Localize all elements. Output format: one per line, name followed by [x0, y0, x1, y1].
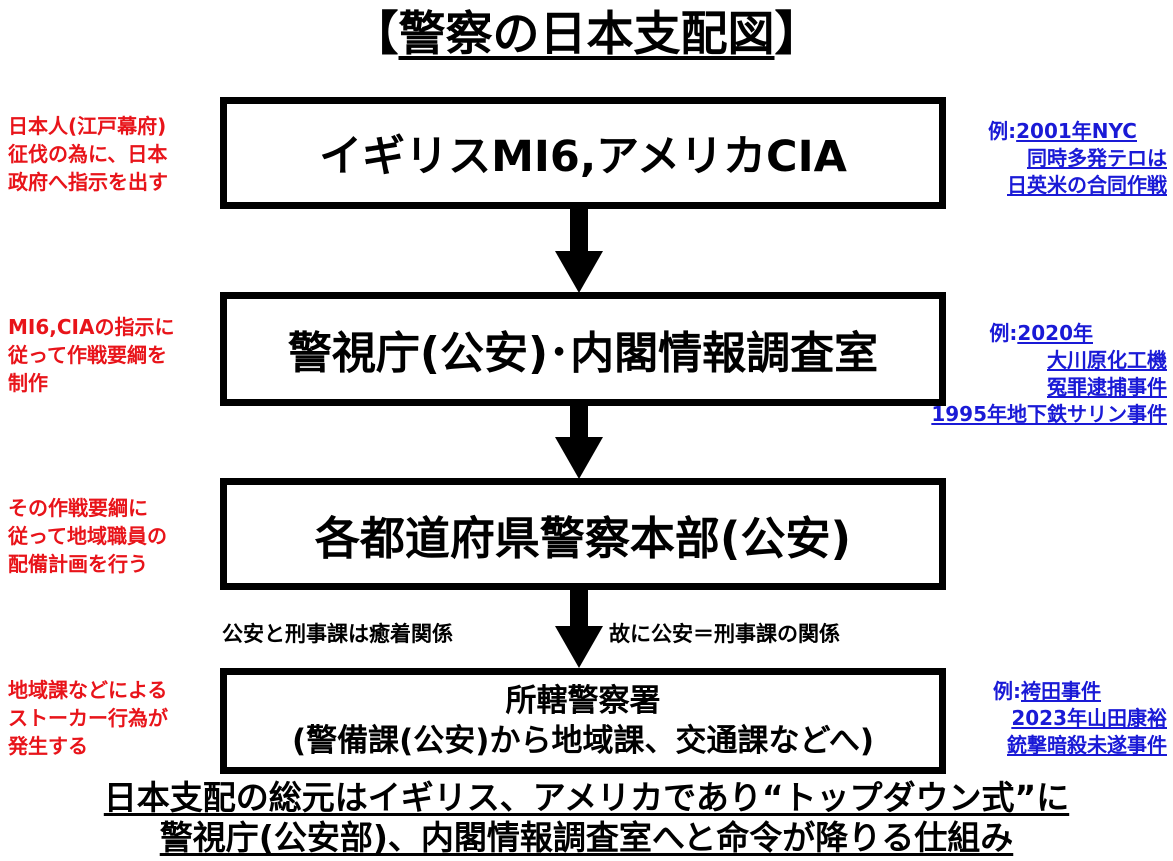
page-title: 【警察の日本支配図】 — [0, 6, 1173, 64]
arrow-down-3 — [555, 590, 603, 668]
box-keishicho-naicho-label: 警視庁(公安)･内閣情報調査室 — [287, 328, 879, 379]
box-mi6-cia-label: イギリスMI6,アメリカCIA — [319, 132, 847, 182]
right-note-link[interactable]: 2001年NYC — [1016, 119, 1137, 143]
left-note-line: 政府へ指示を出す — [8, 170, 168, 194]
title-close-bracket: 】 — [774, 7, 822, 62]
box-local-police-station-title: 所轄警察署 — [505, 683, 661, 719]
right-note-link[interactable]: 大川原化工機 — [1047, 348, 1167, 372]
left-note-line: 発生する — [8, 734, 88, 758]
box-local-police-station-subtitle: (警備課(公安)から地域課、交通課などへ) — [291, 723, 875, 759]
right-note-3: 例:袴田事件 2023年山田康裕 銃撃暗殺未遂事件 — [993, 678, 1167, 759]
title-open-bracket: 【 — [351, 7, 399, 62]
label-collusion: 公安と刑事課は癒着関係 — [222, 622, 453, 646]
summary-line-1: 日本支配の総元はイギリス、アメリカであり“トップダウン式”に — [103, 778, 1070, 817]
right-note-link[interactable]: 1995年地下鉄サリン事件 — [931, 402, 1167, 426]
right-note-link[interactable]: 同時多発テロは — [1027, 146, 1167, 170]
right-note-link[interactable]: 袴田事件 — [1021, 679, 1101, 703]
box-keishicho-naicho: 警視庁(公安)･内閣情報調査室 — [220, 292, 946, 406]
label-equivalence: 故に公安＝刑事課の関係 — [609, 622, 840, 646]
left-note-line: 従って地域職員の — [8, 524, 167, 548]
right-note-link[interactable]: 日英米の合同作戦 — [1007, 173, 1167, 197]
right-note-1: 例:2001年NYC 同時多発テロは 日英米の合同作戦 — [988, 118, 1167, 199]
left-note-line: MI6,CIAの指示に — [8, 315, 175, 339]
title-main: 警察の日本支配図 — [398, 7, 775, 62]
left-note-line: 制作 — [8, 371, 48, 395]
right-note-prefix: 例: — [993, 679, 1021, 703]
left-note-line: 地域課などによる — [8, 678, 168, 702]
summary-line-2: 警視庁(公安部)、内閣情報調査室へと命令が降りる仕組み — [159, 818, 1014, 857]
arrow-down-2 — [555, 406, 603, 479]
left-note-line: 配備計画を行う — [8, 552, 148, 576]
box-mi6-cia: イギリスMI6,アメリカCIA — [220, 97, 946, 209]
right-note-link[interactable]: 2023年山田康裕 — [1011, 706, 1167, 730]
right-note-link[interactable]: 2020年 — [1017, 321, 1093, 345]
left-note-line: 従って作戦要綱を — [8, 343, 167, 367]
right-note-2: 例:2020年 大川原化工機 冤罪逮捕事件 1995年地下鉄サリン事件 — [931, 320, 1167, 428]
box-prefectural-police-label: 各都道府県警察本部(公安) — [314, 511, 852, 565]
box-prefectural-police: 各都道府県警察本部(公安) — [220, 478, 946, 590]
left-note-line: 征伐の為に、日本 — [8, 142, 168, 166]
left-note-2: MI6,CIAの指示に 従って作戦要綱を 制作 — [8, 313, 174, 397]
left-note-line: その作戦要綱に — [8, 496, 148, 520]
right-note-prefix: 例: — [989, 321, 1018, 345]
arrow-down-1 — [555, 209, 603, 293]
right-note-prefix: 例: — [988, 119, 1017, 143]
left-note-4: 地域課などによる ストーカー行為が 発生する — [8, 676, 168, 760]
left-note-3: その作戦要綱に 従って地域職員の 配備計画を行う — [8, 494, 167, 578]
right-note-link[interactable]: 銃撃暗殺未遂事件 — [1007, 733, 1167, 757]
box-local-police-station: 所轄警察署 (警備課(公安)から地域課、交通課などへ) — [220, 668, 946, 774]
left-note-line: 日本人(江戸幕府) — [8, 114, 167, 138]
left-note-line: ストーカー行為が — [8, 706, 168, 730]
left-note-1: 日本人(江戸幕府) 征伐の為に、日本 政府へ指示を出す — [8, 112, 168, 196]
right-note-link[interactable]: 冤罪逮捕事件 — [1047, 375, 1167, 399]
